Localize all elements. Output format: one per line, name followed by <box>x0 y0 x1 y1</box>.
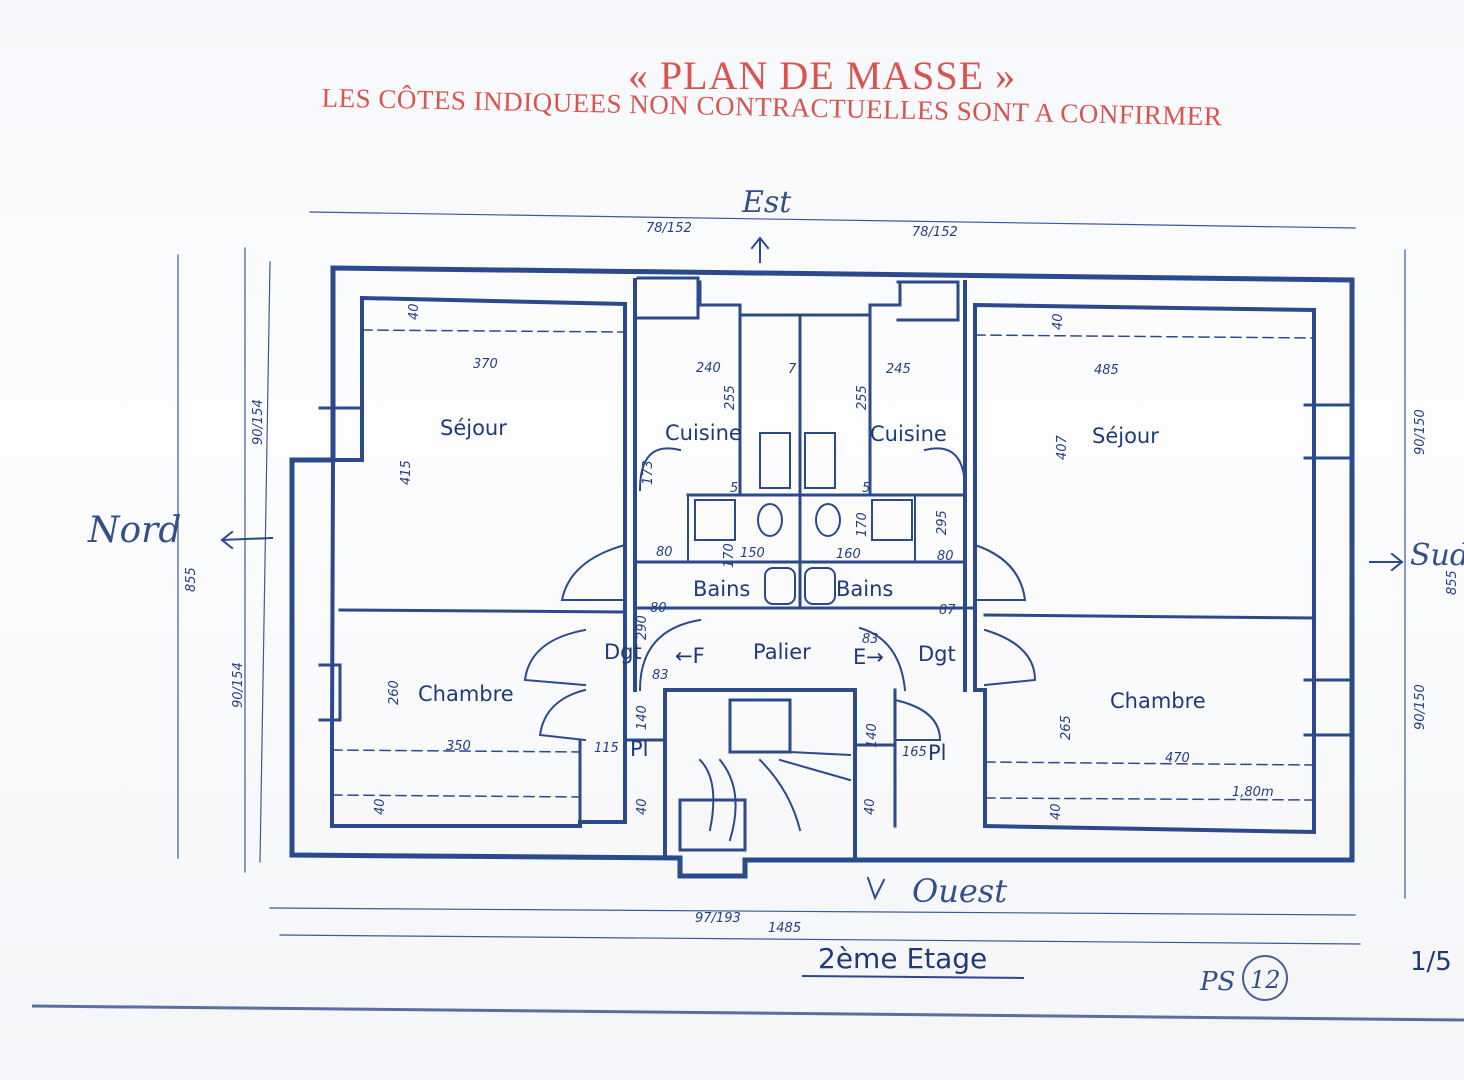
dim-bains-150: 150 <box>740 546 765 561</box>
room-chambre-left: Chambre <box>418 682 514 706</box>
dim-165: 165 <box>902 745 927 760</box>
room-cuisine-right: Cuisine <box>870 422 947 446</box>
dim-80a: 80 <box>656 545 673 560</box>
dim-top-left: 78/152 <box>646 221 692 236</box>
dim-sejour-right-w: 485 <box>1094 363 1119 378</box>
dim-top-right: 78/152 <box>912 225 958 240</box>
dim-wall-40a: 40 <box>407 303 422 320</box>
dim-chambre-right-w: 470 <box>1165 751 1190 766</box>
dim-height-left: 855 <box>184 567 199 592</box>
dim-80b: 80 <box>650 601 667 616</box>
room-sejour-right: Séjour <box>1092 424 1159 448</box>
dim-140a: 140 <box>635 705 650 730</box>
dim-cuisine-left-w: 240 <box>696 361 721 376</box>
label-pl-right: Pl <box>928 741 947 765</box>
room-bains-right: Bains <box>836 577 893 601</box>
dim-173: 173 <box>641 460 656 485</box>
dim-wall-40e: 40 <box>863 798 878 815</box>
page-number: 1/5 <box>1410 947 1452 977</box>
dim-win-right-bot: 90/150 <box>1413 684 1428 730</box>
compass-west: Ouest <box>912 872 1007 910</box>
dim-seven: 7 <box>788 362 797 377</box>
plan-title: « PLAN DE MASSE » <box>627 53 1017 98</box>
dim-83a: 83 <box>652 668 669 683</box>
label-f: ←F <box>675 644 705 668</box>
dim-wall-40c: 40 <box>373 798 388 815</box>
compass-south: Sud <box>1410 538 1464 573</box>
label-e: E→ <box>853 645 884 669</box>
dim-win-left-bot: 90/154 <box>231 662 246 708</box>
dim-295: 295 <box>935 510 950 535</box>
room-bains-left: Bains <box>693 577 750 601</box>
dim-wall-40b: 40 <box>1051 313 1066 330</box>
compass-north: Nord <box>87 510 181 551</box>
dim-sejour-left-w: 370 <box>473 357 498 372</box>
dim-total-width: 1485 <box>768 921 801 936</box>
dim-sejour-right-h: 407 <box>1055 434 1070 460</box>
dim-chambre-left-w: 350 <box>446 739 471 754</box>
dim-chambre-left-h: 260 <box>387 680 402 705</box>
ref-circle <box>1242 955 1288 1001</box>
room-chambre-right: Chambre <box>1110 689 1206 713</box>
dim-170a: 170 <box>722 543 737 568</box>
dim-80c: 80 <box>937 549 954 564</box>
dim-bottom: 97/193 <box>695 911 741 926</box>
ref-number: 12 <box>1250 966 1281 994</box>
compass-east: Est <box>741 185 792 220</box>
dim-83b: 83 <box>862 632 879 647</box>
room-sejour-left: Séjour <box>440 416 507 440</box>
room-cuisine-left: Cuisine <box>665 421 742 445</box>
dim-5b: 5 <box>862 481 870 496</box>
ref-label: PS <box>1199 967 1235 997</box>
dim-cuisine-right-h: 255 <box>855 385 870 410</box>
dim-115: 115 <box>594 741 619 756</box>
dim-87: 87 <box>939 603 956 618</box>
dim-wall-40d: 40 <box>635 798 650 815</box>
dim-win-right-top: 90/150 <box>1413 409 1428 455</box>
dim-wall-40f: 40 <box>1049 803 1064 820</box>
room-dgt-right: Dgt <box>918 642 956 666</box>
dim-170b: 170 <box>855 512 870 537</box>
dim-cuisine-left-h: 255 <box>723 385 738 410</box>
dim-5a: 5 <box>730 481 738 496</box>
dim-sejour-left-h: 415 <box>399 460 414 485</box>
dim-cuisine-right-w: 245 <box>886 362 911 377</box>
label-pl-left: Pl <box>630 737 649 761</box>
dim-chambre-right-h: 265 <box>1059 715 1074 740</box>
dim-height-right: 855 <box>1445 570 1460 595</box>
dim-180: 1,80m <box>1232 785 1274 800</box>
dim-140b: 140 <box>865 723 880 748</box>
room-palier: Palier <box>753 640 811 664</box>
room-dgt-left: Dgt <box>604 640 642 664</box>
dim-win-left-top: 90/154 <box>251 399 266 445</box>
dim-bains-160: 160 <box>836 547 861 562</box>
dim-290: 290 <box>635 615 650 640</box>
floor-label: 2ème Etage <box>818 942 987 975</box>
